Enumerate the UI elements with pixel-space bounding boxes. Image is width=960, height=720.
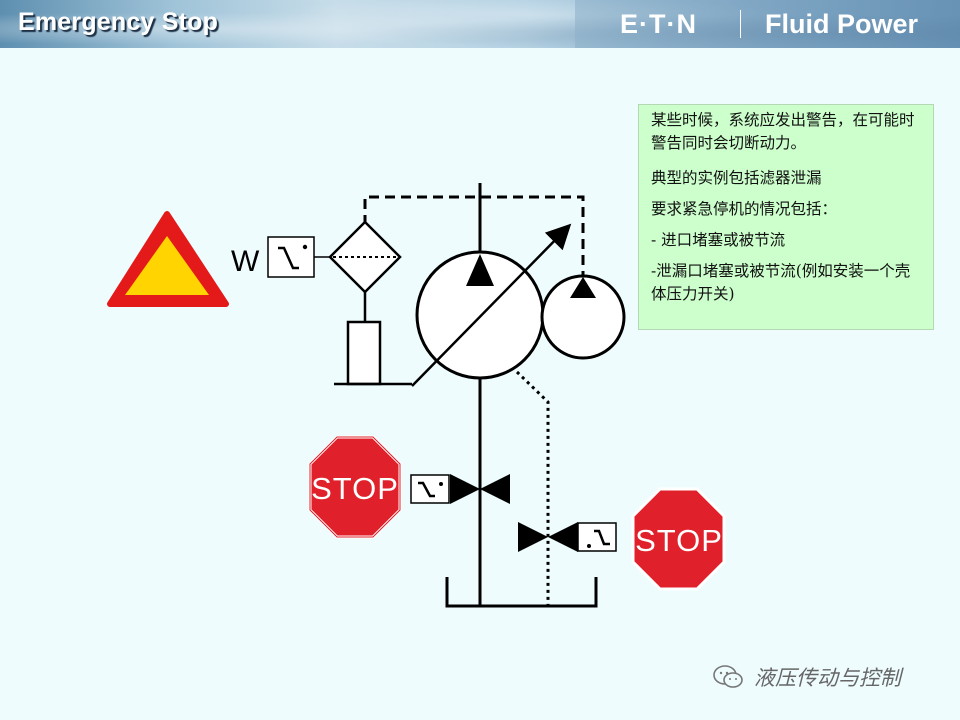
note-line: 要求紧急停机的情况包括： [651,200,838,218]
note-line: 某些时候，系统应发出警告，在可能时警告同时会切断动力。 [651,111,915,152]
watermark: 液压传动与控制 [712,660,901,694]
variable-pump-symbol [411,223,572,387]
wechat-icon [713,665,743,688]
shutoff-valve-inlet [410,474,510,504]
accumulator-symbol [334,320,412,386]
stop-sign-text: STOP [311,471,399,506]
brand-separator [740,10,741,38]
shutoff-valve-drain [518,522,617,552]
note-line: 典型的实例包括滤器泄漏 [651,169,822,187]
stop-sign-icon: STOP [631,487,726,591]
brand-tagline: Fluid Power [765,9,919,39]
tank-symbol [445,577,598,608]
switch-label: W [231,245,260,278]
filter-symbol [328,220,402,322]
note-line: -泄漏口堵塞或被节流(例如安装一个壳体压力开关) [651,262,911,303]
stop-sign-icon: STOP [308,435,402,539]
note-line: - 进口堵塞或被节流 [651,231,786,249]
notes-panel: 某些时候，系统应发出警告，在可能时警告同时会切断动力。 典型的实例包括滤器泄漏 … [638,104,934,330]
pilot-dashed-line [363,195,585,276]
drain-dotted-line [515,370,550,606]
page-title: Emergency Stop [18,8,219,36]
header-banner: Emergency Stop E·T·N Fluid Power [0,0,960,48]
brand-logo: E·T·N [620,9,697,39]
brand-area [575,0,960,48]
pressure-switch-icon [267,236,330,278]
warning-triangle-icon [107,211,229,307]
stop-sign-text: STOP [635,523,723,558]
watermark-text: 液压传动与控制 [754,666,901,690]
charge-pump-symbol [540,274,626,360]
